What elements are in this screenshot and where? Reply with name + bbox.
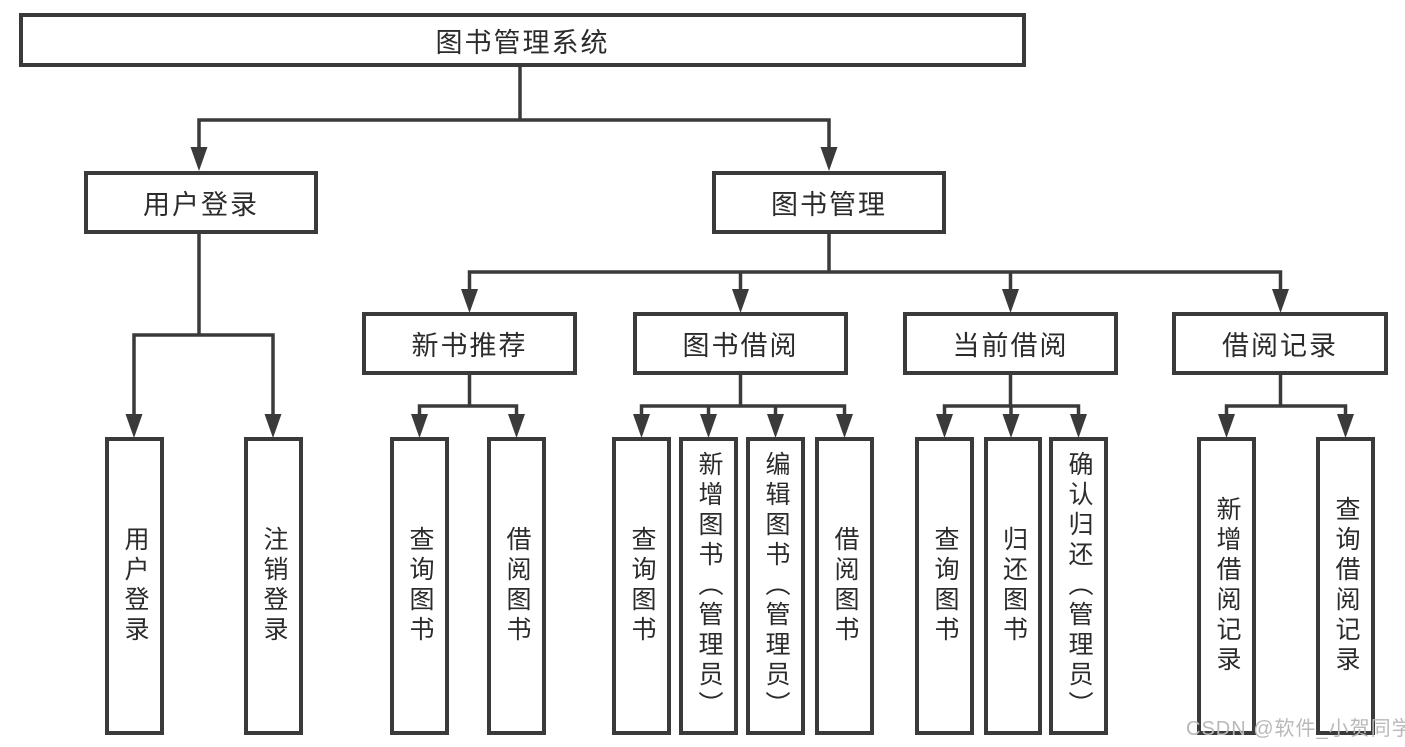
csdn-watermark: CSDN @软件_小贺同学 [1186, 718, 1405, 740]
arrowhead-down-icon [1002, 414, 1020, 438]
leaf-label: 新增借阅记录 [1213, 496, 1241, 676]
leaf-label: 编辑图书（管理员） [762, 451, 790, 721]
leaf-recommend-query-book: 查询图书 [390, 437, 449, 735]
connector-paths [132, 65, 1348, 415]
leaf-borrow-query-book: 查询图书 [612, 437, 671, 735]
arrowhead-down-icon [836, 414, 853, 438]
node-book-borrow: 图书借阅 [633, 312, 848, 375]
arrowhead-down-icon [125, 414, 143, 438]
leaf-current-confirm-return-admin: 确认归还（管理员） [1049, 437, 1108, 735]
leaf-label: 新增图书（管理员） [695, 451, 723, 721]
leaf-label: 查询借阅记录 [1332, 496, 1360, 676]
node-new-book-recommend: 新书推荐 [362, 312, 577, 375]
node-book-management: 图书管理 [712, 171, 946, 234]
arrowhead-down-icon [1002, 289, 1019, 313]
leaf-label: 查询图书 [406, 526, 434, 646]
connector-borrow-crossbar [639, 404, 847, 415]
connector-book-mgmt-crossbar [467, 270, 1283, 290]
leaf-borrow-add-book-admin: 新增图书（管理员） [679, 437, 738, 735]
arrowhead-down-icon [508, 414, 525, 438]
leaf-label: 确认归还（管理员） [1065, 451, 1093, 721]
arrowhead-down-icon [633, 414, 650, 438]
leaf-borrow-edit-book-admin: 编辑图书（管理员） [746, 437, 805, 735]
leaf-logout: 注销登录 [244, 437, 303, 735]
leaf-label: 查询图书 [931, 526, 959, 646]
node-current-borrow: 当前借阅 [903, 312, 1118, 375]
leaf-user-login: 用户登录 [105, 437, 164, 735]
leaf-label: 借阅图书 [831, 526, 859, 646]
leaf-current-return-book: 归还图书 [984, 437, 1042, 735]
leaf-label: 查询图书 [628, 526, 656, 646]
arrowhead-down-icon [264, 414, 282, 438]
connector-records-crossbar [1224, 404, 1348, 415]
leaf-label: 注销登录 [260, 526, 288, 646]
arrowhead-down-icon [1337, 414, 1354, 438]
leaf-records-add-record: 新增借阅记录 [1197, 437, 1256, 735]
arrowheads [125, 147, 1354, 438]
arrowhead-down-icon [820, 147, 838, 171]
arrowhead-down-icon [190, 147, 208, 171]
connector-recommend-crossbar [417, 404, 519, 415]
connector-user-login-crossbar [132, 333, 275, 415]
leaf-records-query-record: 查询借阅记录 [1316, 437, 1375, 735]
leaf-current-query-book: 查询图书 [915, 437, 974, 735]
arrowhead-down-icon [1218, 414, 1235, 438]
leaf-borrow-borrow-book: 借阅图书 [815, 437, 874, 735]
node-library-system: 图书管理系统 [19, 13, 1026, 67]
node-user-login: 用户登录 [84, 171, 318, 234]
node-borrow-records: 借阅记录 [1172, 312, 1388, 375]
connector-root-crossbar [197, 118, 831, 148]
arrowhead-down-icon [461, 289, 478, 313]
arrowhead-down-icon [1272, 289, 1289, 313]
arrowhead-down-icon [767, 414, 784, 438]
leaf-label: 借阅图书 [503, 526, 531, 646]
leaf-label: 归还图书 [999, 526, 1028, 646]
leaf-label: 用户登录 [121, 526, 149, 646]
arrowhead-down-icon [411, 414, 428, 438]
arrowhead-down-icon [700, 414, 717, 438]
arrowhead-down-icon [1070, 414, 1087, 438]
arrowhead-down-icon [936, 414, 953, 438]
leaf-recommend-borrow-book: 借阅图书 [487, 437, 546, 735]
arrowhead-down-icon [732, 289, 749, 313]
